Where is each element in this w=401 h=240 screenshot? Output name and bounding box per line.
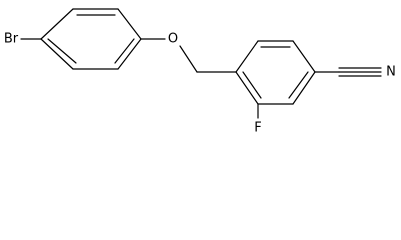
oxygen-label: O — [168, 32, 178, 47]
bond — [40, 38, 74, 70]
bond — [179, 45, 198, 73]
aromatic-bond — [242, 71, 262, 99]
aromatic-bond — [47, 38, 77, 64]
bond — [292, 40, 316, 73]
bond — [117, 38, 142, 70]
triple-bond — [338, 67, 382, 77]
bond — [117, 8, 142, 40]
bromine-label: Br — [4, 32, 19, 47]
bond — [40, 8, 74, 40]
bond — [235, 71, 259, 105]
fluorobenzonitrile-ring — [235, 40, 316, 105]
bond — [292, 71, 316, 105]
fluorine-label: F — [254, 121, 261, 136]
bromophenyl-ring — [40, 8, 142, 70]
molecule-diagram: Br O F N — [4, 8, 396, 136]
nitrogen-label: N — [386, 65, 396, 80]
aromatic-bond — [288, 71, 309, 99]
aromatic-bond — [114, 38, 135, 64]
bond — [235, 40, 259, 73]
